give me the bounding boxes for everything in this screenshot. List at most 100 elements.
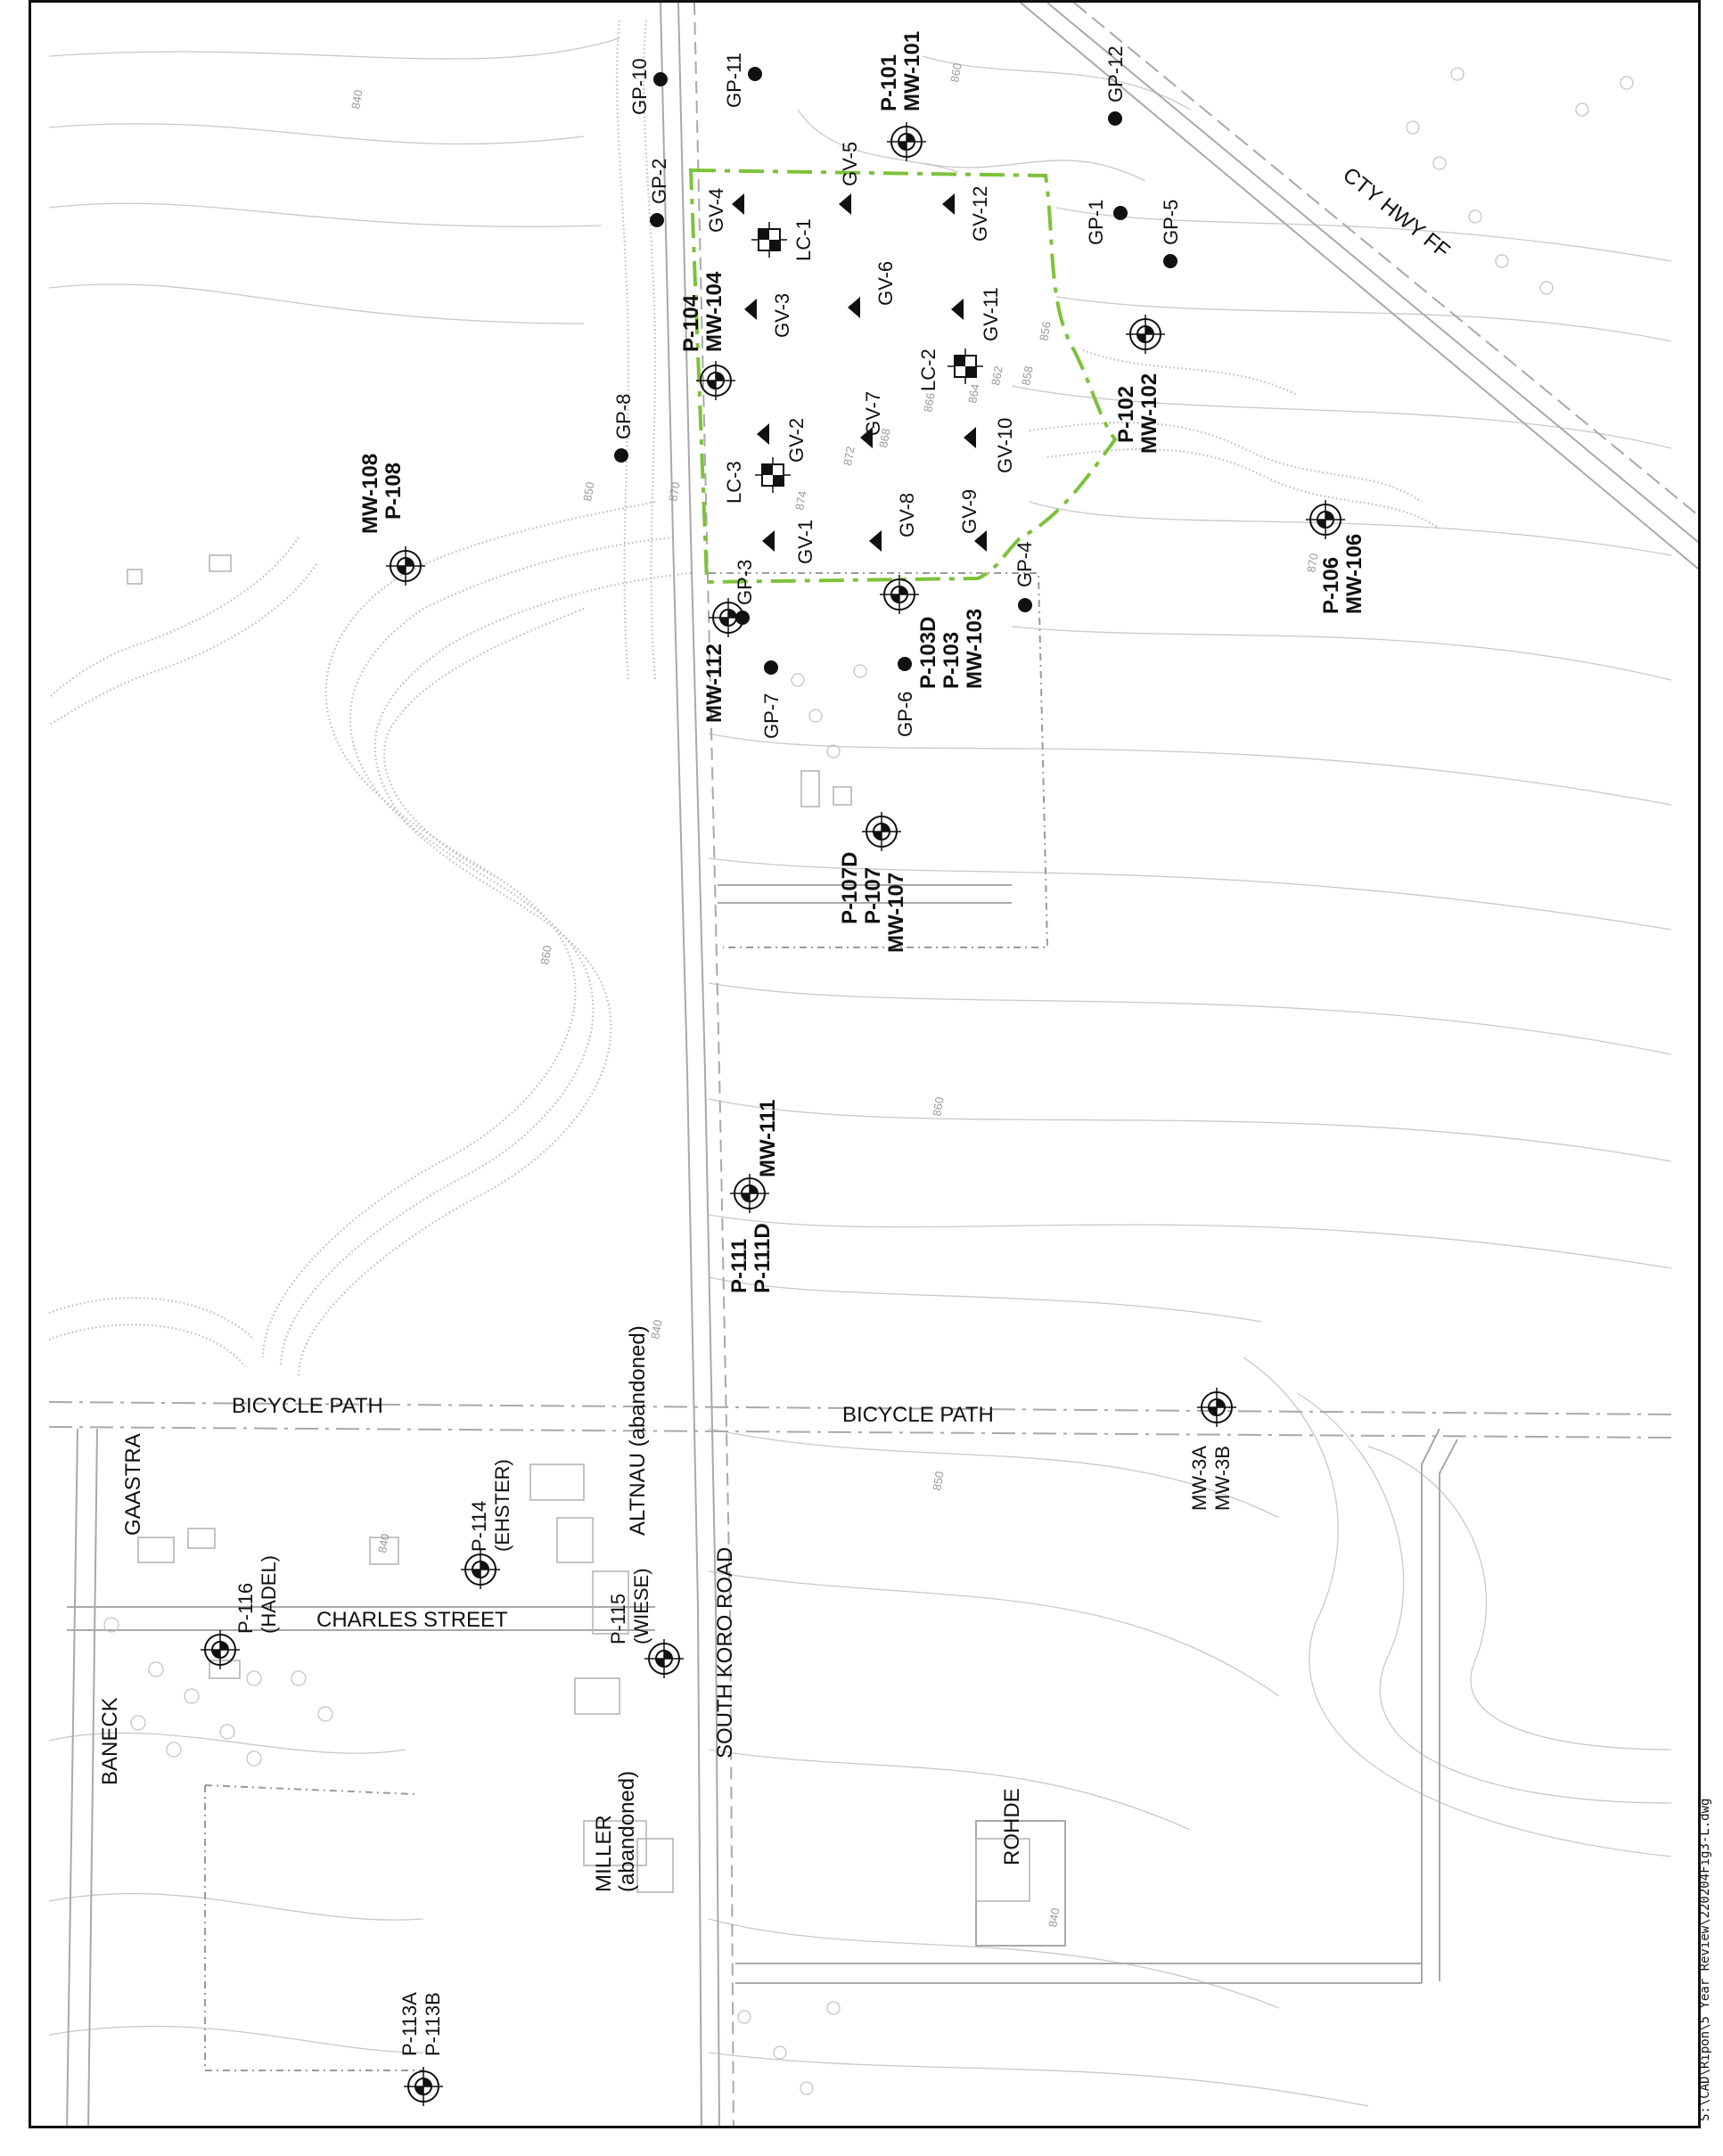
leachate-collectors: LC-1 LC-2 LC-3 [723, 218, 983, 504]
monitoring-well-marker [200, 1629, 241, 1670]
road-network [48, 3, 1698, 2126]
contour-label: 868 [876, 428, 893, 449]
gas-vents: GV-1 GV-2 GV-3 GV-4 GV-5 GV-6 GV-7 GV-8 … [705, 142, 1016, 564]
gas-vent-marker [974, 530, 987, 552]
well-label: MW-111 [756, 1099, 780, 1177]
gas-vent-label: GV-12 [969, 186, 991, 242]
gas-probe-marker [614, 448, 628, 463]
leachate-collector-marker [755, 457, 791, 493]
contour-label: 850 [580, 481, 597, 503]
gas-probe-label: GP-5 [1160, 200, 1182, 245]
fence-lines [204, 572, 1049, 2071]
contour-label: 860 [537, 945, 554, 966]
gas-vent-label: GV-6 [874, 261, 897, 306]
well-label: P-116 [234, 1583, 257, 1634]
gas-probe-label: GP-11 [723, 53, 745, 108]
well-label: P-113A [398, 1992, 421, 2056]
gas-probe-label: GP-7 [760, 693, 783, 739]
contour-label: 870 [666, 481, 683, 503]
monitoring-well-marker [385, 545, 426, 586]
well-label: (HADEL) [258, 1555, 280, 1634]
well-label: P-103 [939, 632, 964, 689]
gas-probe-label: GP-12 [1104, 45, 1127, 102]
well-label: P-113B [422, 1992, 444, 2056]
gas-vent-marker [732, 193, 744, 215]
monitoring-well-marker [861, 811, 902, 852]
gas-vent-label: GV-11 [980, 287, 1002, 341]
well-label: (EHSTER) [491, 1459, 513, 1552]
monitoring-wells: P-101 MW-101 P-102 MW-102 P-103D P-103 M… [200, 31, 1366, 2107]
contour-label: 840 [648, 1319, 665, 1340]
trees [103, 67, 1634, 2095]
gas-probe-marker [764, 660, 778, 675]
well-label: MW-106 [1342, 534, 1366, 614]
gas-vent-marker [860, 427, 873, 448]
gas-vent-marker [762, 530, 775, 552]
contour-label: 860 [930, 1096, 947, 1118]
gas-vent-label: GV-2 [785, 418, 808, 463]
gas-probe-label: GP-2 [648, 159, 670, 204]
contour-label: 860 [948, 62, 964, 84]
bicycle-path-label-west: BICYCLE PATH [232, 1394, 383, 1418]
gas-vent-label: GV-9 [958, 489, 980, 534]
well-label: MW-104 [702, 271, 726, 352]
leachate-collector-label: LC-1 [792, 218, 815, 261]
south-koro-road-label: SOUTH KORO ROAD [713, 1547, 737, 1758]
charles-street-label: CHARLES STREET [316, 1608, 508, 1632]
contour-label: 866 [921, 392, 938, 414]
slope-contours [48, 20, 1440, 1376]
well-label: P-107 [861, 867, 885, 924]
contour-label: 872 [841, 446, 857, 467]
gas-vent-marker [744, 299, 757, 320]
monitoring-well-marker [1305, 499, 1346, 540]
well-label: MW-108 [358, 454, 382, 534]
well-label: P-103D [916, 617, 940, 689]
gas-probe-label: GP-10 [628, 58, 651, 115]
gas-vent-label: GV-3 [771, 293, 793, 338]
well-label: MW-103 [963, 609, 987, 689]
well-label: P-104 [679, 294, 703, 352]
contour-label: 840 [349, 89, 365, 111]
rohde-label: ROHDE [1000, 1788, 1024, 1865]
well-label: MW-3B [1211, 1446, 1234, 1511]
contour-label: 864 [965, 383, 982, 405]
gas-vent-label: GV-4 [705, 188, 727, 233]
contour-label: 850 [930, 1471, 947, 1492]
gas-probe-marker [1108, 111, 1122, 126]
monitoring-well-marker [1125, 314, 1166, 355]
well-label: P-106 [1319, 557, 1343, 614]
well-label: P-111 [727, 1239, 751, 1293]
landfill-boundary [688, 168, 1118, 585]
well-label: MW-102 [1137, 373, 1161, 454]
gas-vent-marker [869, 530, 882, 552]
contour-lines [48, 37, 1672, 2107]
cty-hwy-ff-label: CTY HWY FF [1338, 163, 1454, 264]
baneck-label: BANECK [98, 1697, 122, 1785]
gas-vent-marker [839, 193, 851, 215]
contour-label: 874 [792, 490, 809, 512]
contour-labels: 840 850 860 870 856 858 862 864 866 868 … [349, 62, 1321, 1929]
contour-label: 856 [1037, 321, 1054, 342]
well-label: MW-107 [884, 873, 908, 953]
well-label: P-108 [382, 463, 406, 520]
monitoring-well-marker [460, 1549, 501, 1590]
contour-label: 840 [1046, 1907, 1063, 1929]
gas-vent-marker [951, 299, 964, 320]
monitoring-well-marker [403, 2066, 444, 2107]
gas-vent-marker [757, 423, 769, 445]
altnau-label: ALTNAU (abandoned) [626, 1325, 650, 1536]
gas-vent-label: GV-8 [896, 493, 918, 537]
gas-probe-marker [898, 657, 912, 671]
gas-probe-label: GP-6 [894, 692, 916, 737]
leachate-collector-label: LC-3 [723, 461, 745, 504]
well-label: MW-112 [702, 644, 726, 723]
gas-vent-label: GV-10 [994, 418, 1016, 473]
monitoring-well-marker [729, 1173, 770, 1214]
gas-probe-marker [1113, 206, 1128, 220]
gas-probe-marker [1018, 598, 1032, 612]
well-label: P-114 [468, 1501, 490, 1552]
leachate-collector-label: LC-2 [917, 348, 939, 391]
site-map-svg: SOUTH KORO ROAD CHARLES STREET BICYCLE P… [48, 3, 1698, 2126]
gaastra-label: GAASTRA [121, 1433, 145, 1536]
site-map: SOUTH KORO ROAD CHARLES STREET BICYCLE P… [29, 0, 1701, 2128]
